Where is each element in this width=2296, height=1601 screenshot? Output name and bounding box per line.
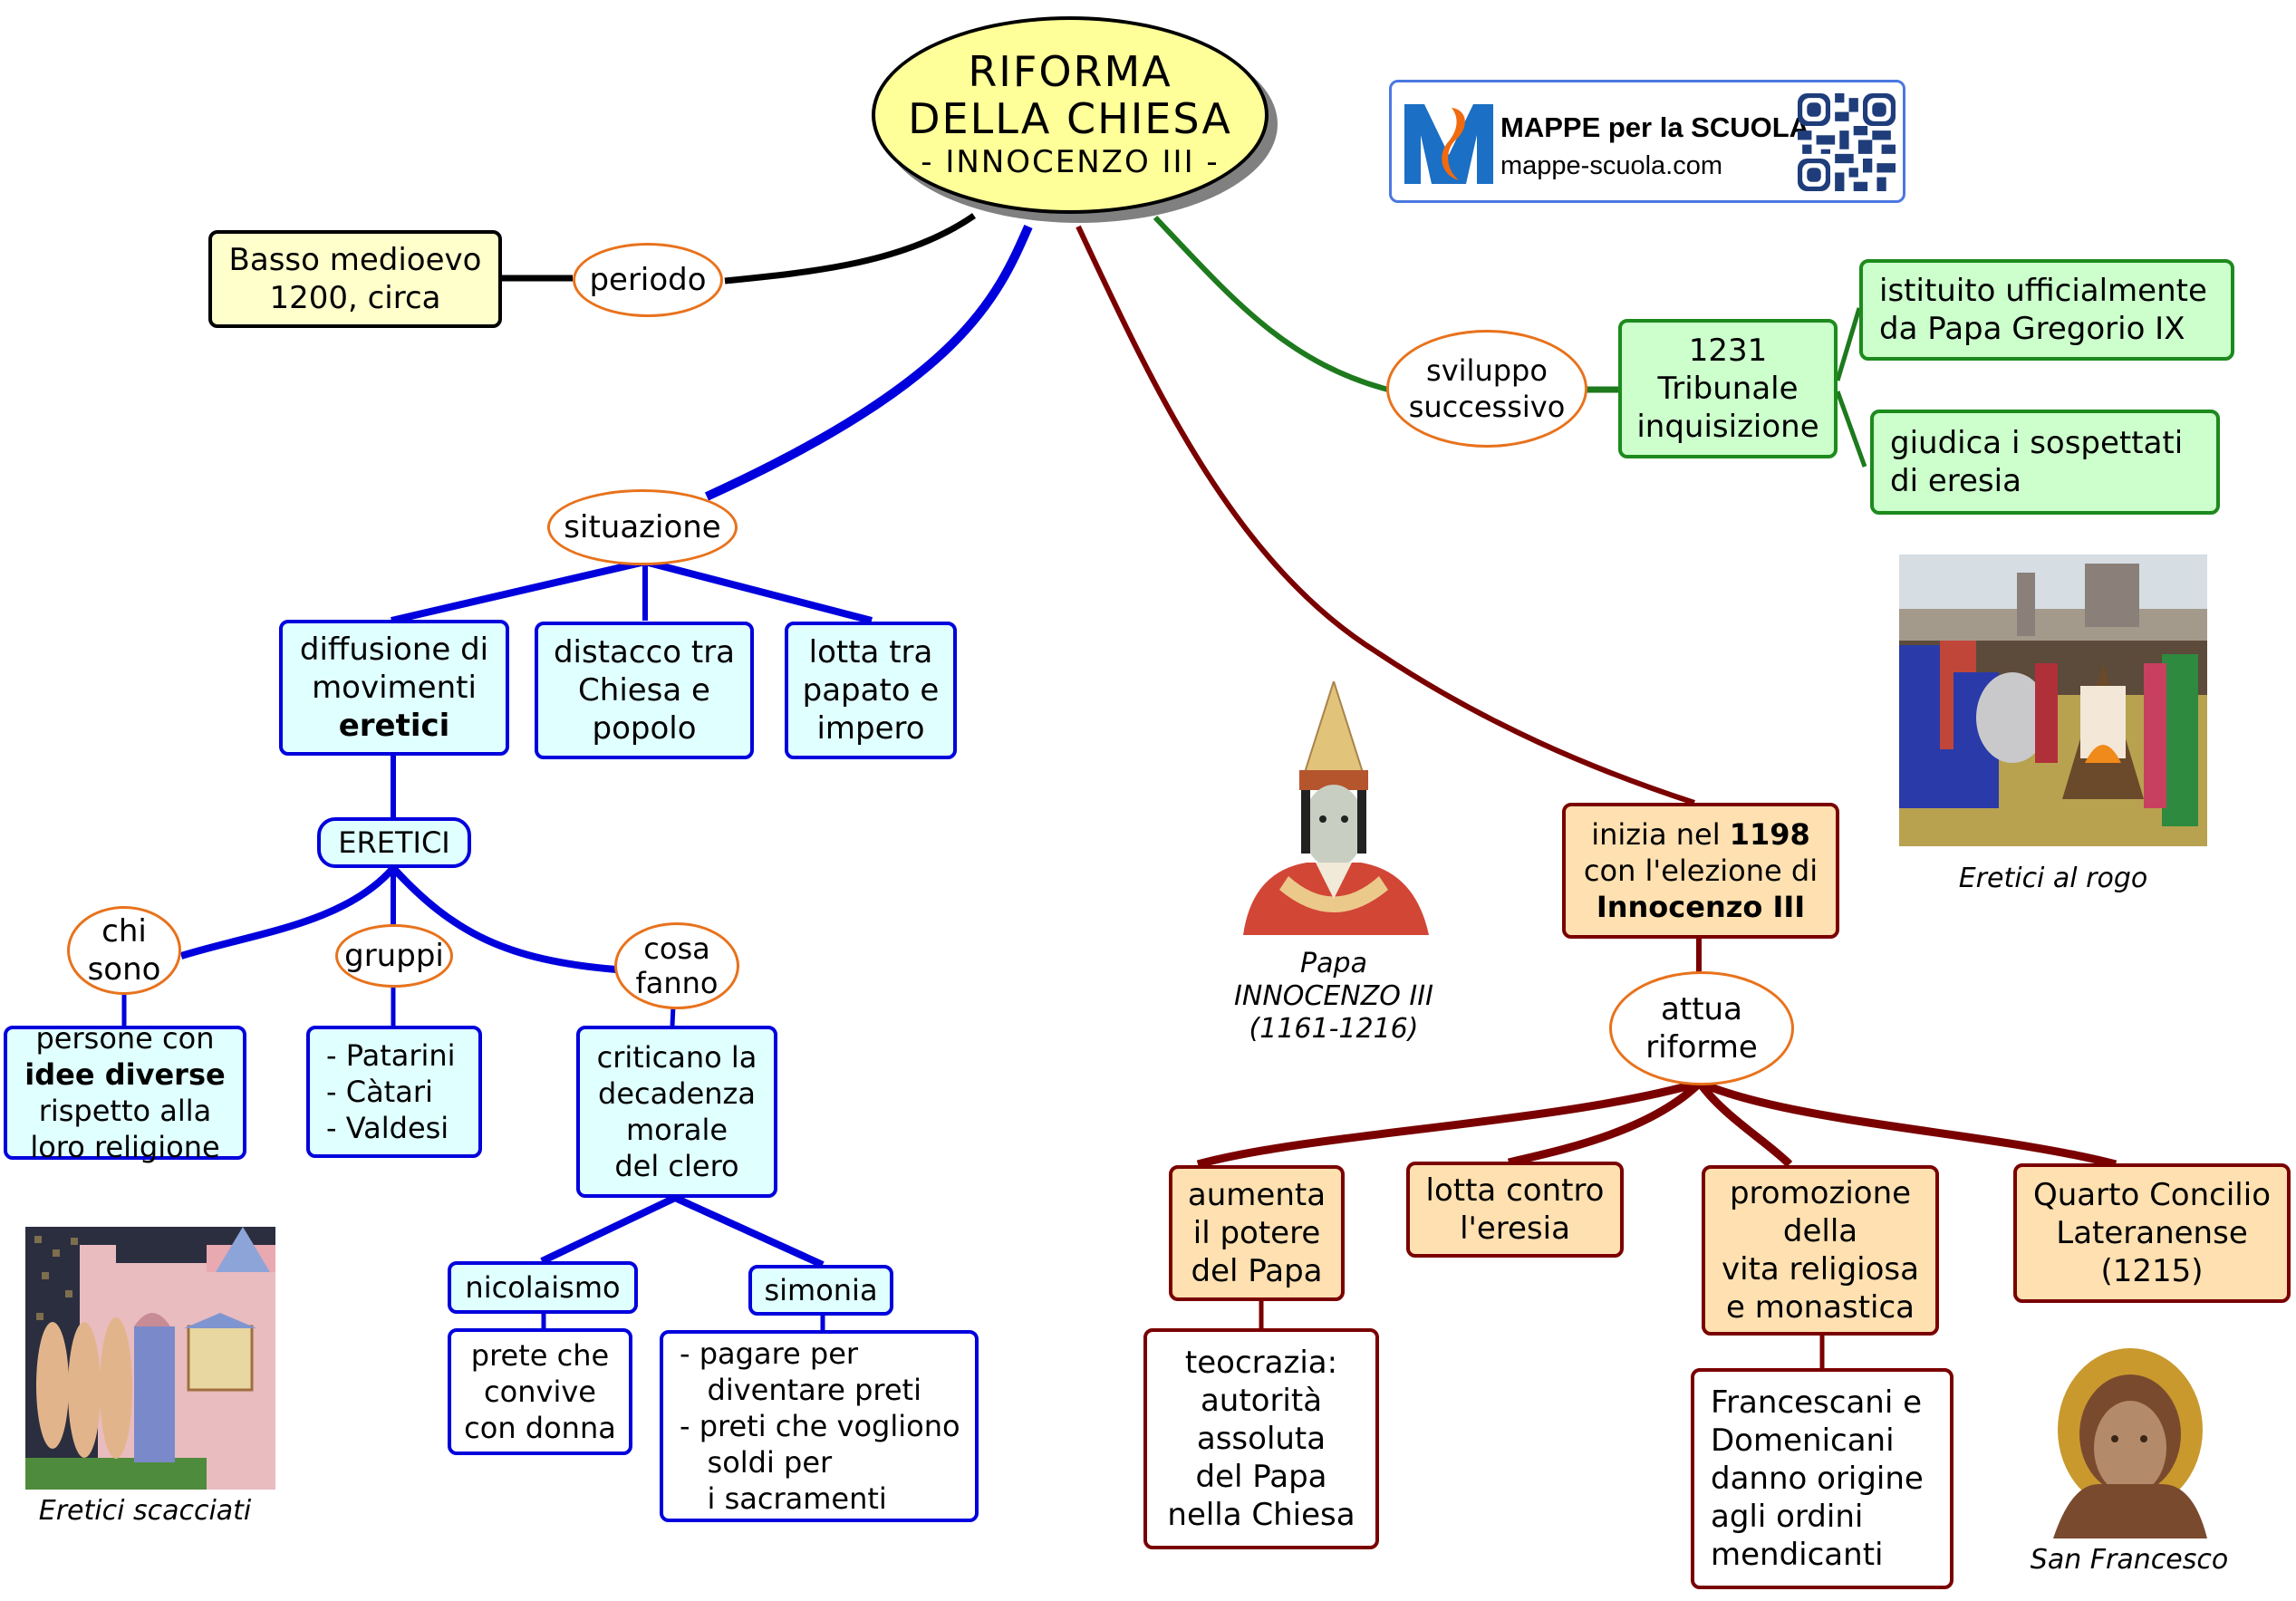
link-label-cosa-fanno[interactable]: cosa fanno [614,922,739,1009]
root-topic[interactable]: RIFORMA DELLA CHIESA - INNOCENZO III - [872,16,1269,214]
node-persone-idee-diverse[interactable]: persone con idee diverse rispetto alla l… [4,1021,246,1164]
node-ordini-mendicanti[interactable]: Francescani e Domenicani danno origine a… [1691,1368,1954,1589]
logo-url[interactable]: mappe-scuola.com [1500,151,1722,180]
node-distacco-chiesa-popolo[interactable]: distacco tra Chiesa e popolo [535,622,754,759]
image-eretici-al-rogo [1899,555,2207,846]
link-label-attua-riforme[interactable]: attua riforme [1609,971,1794,1085]
qr-code-icon [1798,93,1896,191]
caption-san-francesco: San Francesco [2030,1544,2229,1576]
node-lotta-papato-impero[interactable]: lotta tra papato e impero [785,622,957,759]
node-inizia-1198[interactable]: inizia nel 1198 con l'elezione di Innoce… [1562,803,1839,939]
node-giudica-sospettati[interactable]: giudica i sospettati di eresia [1870,410,2220,515]
node-eretici[interactable]: ERETICI [317,817,471,868]
caption-papa-innocenzo-iii: Papa INNOCENZO III (1161-1216) [1234,948,1433,1045]
link-label-periodo[interactable]: periodo [573,243,723,317]
link-root-sviluppo [1153,215,1389,392]
link-root-periodo [724,213,976,285]
node-istituito-gregorio-ix[interactable]: istituito ufficialmente da Papa Gregorio… [1859,259,2234,361]
link-label-chi-sono[interactable]: chi sono [67,906,181,995]
caption-eretici-scacciati: Eretici scacciati [38,1495,252,1527]
node-quarto-concilio-lateranense[interactable]: Quarto Concilio Lateranense (1215) [2013,1163,2291,1303]
root-title-line1: RIFORMA [968,47,1172,96]
link-label-gruppi[interactable]: gruppi [335,924,453,988]
link-label-situazione[interactable]: situazione [547,489,738,565]
node-basso-medioevo[interactable]: Basso medioevo 1200, circa [208,230,502,328]
root-title-line2: DELLA CHIESA [908,94,1232,143]
node-nicolaismo-desc[interactable]: prete che convive con donna [448,1328,632,1455]
m-logo-icon [1404,104,1493,184]
node-teocrazia[interactable]: teocrazia: autorità assoluta del Papa ne… [1143,1328,1379,1549]
image-san-francesco [2044,1348,2213,1538]
node-gruppi-eretici[interactable]: - Patarini - Càtari - Valdesi [306,1026,482,1158]
image-papa-innocenzo-iii [1225,678,1442,944]
link-label-sviluppo-successivo[interactable]: sviluppo successivo [1386,330,1587,448]
node-promozione-vita-religiosa[interactable]: promozione della vita religiosa e monast… [1702,1165,1939,1336]
link-root-situazione [704,224,1033,501]
node-nicolaismo[interactable]: nicolaismo [448,1261,638,1314]
link-root-inizio [1076,225,1695,805]
node-simonia[interactable]: simonia [748,1265,893,1316]
logo-title: MAPPE per la SCUOLA [1500,111,1810,143]
caption-eretici-al-rogo: Eretici al rogo [1958,863,2148,894]
node-critica-clero[interactable]: criticano la decadenza morale del clero [576,1026,777,1198]
mappe-scuola-logo[interactable]: MAPPE per la SCUOLA mappe-scuola.com [1389,80,1905,203]
node-lotta-contro-eresia[interactable]: lotta contro l'eresia [1406,1162,1624,1258]
image-eretici-scacciati [25,1227,275,1490]
node-simonia-desc[interactable]: - pagare per diventare preti - preti che… [660,1330,979,1522]
node-diffusione-eretici[interactable]: diffusione di movimenti eretici [279,620,509,756]
root-subtitle: - INNOCENZO III - [921,144,1220,180]
node-aumenta-potere-papa[interactable]: aumenta il potere del Papa [1169,1165,1345,1301]
node-tribunale-inquisizione[interactable]: 1231 Tribunale inquisizione [1618,319,1838,458]
